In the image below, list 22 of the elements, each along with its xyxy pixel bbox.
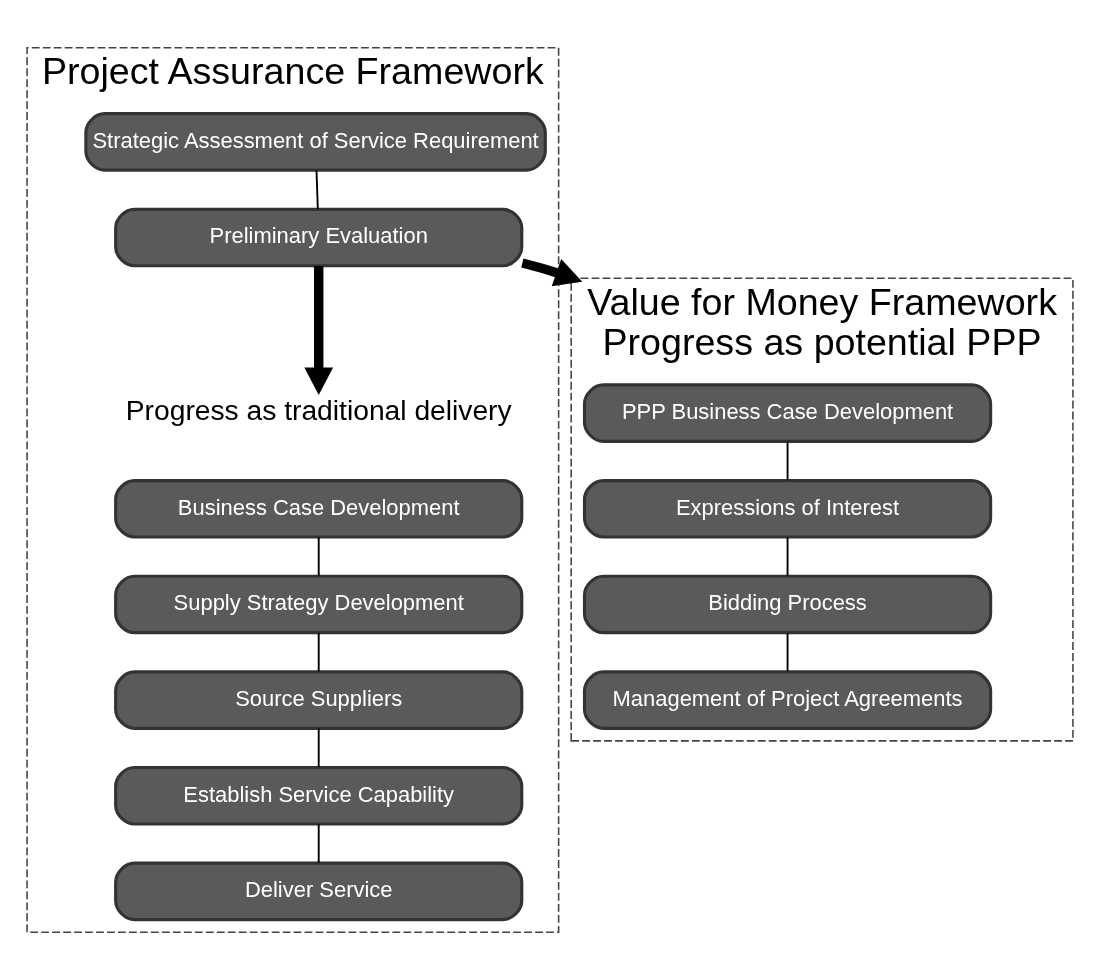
connector xyxy=(786,631,789,672)
arrow xyxy=(521,257,583,286)
node-box: Business Case Development xyxy=(114,478,524,539)
connector xyxy=(786,535,789,577)
node-box: Preliminary Evaluation xyxy=(114,207,524,267)
node-box: Establish Service Capability xyxy=(114,765,524,826)
connector xyxy=(317,727,320,768)
node-box: Management of Project Agreements xyxy=(582,669,993,730)
node-box: Expressions of Interest xyxy=(582,478,993,539)
arrow xyxy=(304,265,334,395)
node-box: Source Suppliers xyxy=(114,669,524,730)
node-text: Progress as traditional delivery xyxy=(125,393,512,426)
node-box: Bidding Process xyxy=(582,574,993,634)
connector xyxy=(317,535,320,577)
node-box: PPP Business Case Development xyxy=(582,382,993,443)
connector xyxy=(786,440,789,481)
node-box: Strategic Assessment of Service Requirement xyxy=(84,111,547,172)
node-box: Deliver Service xyxy=(114,861,524,921)
connector xyxy=(317,631,320,672)
node-box: Supply Strategy Development xyxy=(114,574,524,634)
connector xyxy=(317,822,320,864)
connector xyxy=(315,168,319,210)
